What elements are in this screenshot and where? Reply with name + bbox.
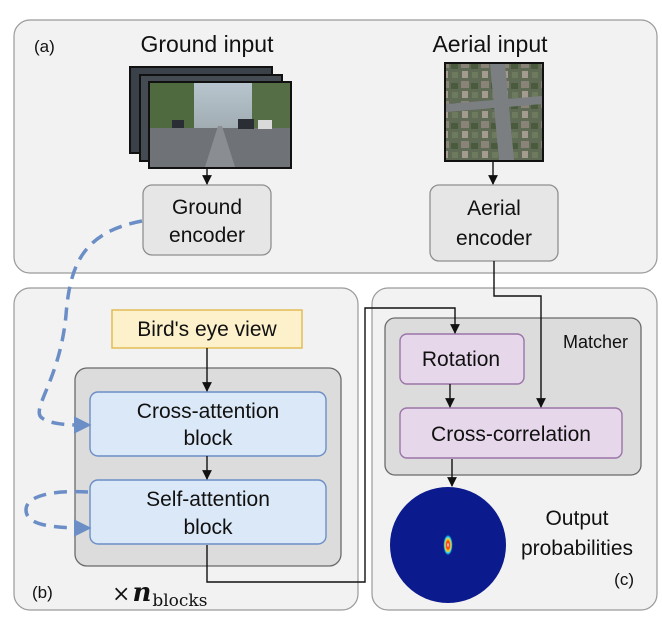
aerial-encoder-line2: encoder — [456, 227, 532, 250]
aerial-image — [444, 62, 544, 162]
ground-input-title: Ground input — [141, 31, 275, 57]
arrow-aerial-encoder-to-cross-correlation — [493, 261, 546, 408]
rotation-box — [399, 333, 525, 385]
ground-image-stack — [129, 66, 292, 169]
cross-correlation-label: Cross-correlation — [431, 423, 591, 446]
panel-c-label: (c) — [614, 570, 634, 589]
self-attention-line1: Self-attention — [146, 488, 270, 511]
bev-label: Bird's eye view — [137, 318, 277, 341]
ground-image — [148, 81, 292, 169]
panel-a-label: (a) — [34, 37, 55, 56]
aerial-encoder-line1: Aerial — [467, 197, 521, 220]
cross-attention-line2: block — [183, 427, 233, 450]
aerial-input-title: Aerial input — [432, 31, 548, 57]
dashed-arrow-ground-encoder-to-cross-attention — [37, 219, 143, 434]
repeat-symbol: × — [112, 582, 130, 607]
output-probability-map — [390, 487, 506, 603]
output-label-line1: Output — [545, 507, 608, 530]
self-attention-line2: block — [183, 516, 233, 539]
cross-attention-line1: Cross-attention — [137, 400, 279, 423]
output-label-line2: probabilities — [521, 537, 633, 560]
repeat-subscript: blocks — [152, 591, 207, 611]
matcher-title: Matcher — [563, 332, 628, 352]
self-attention-block — [89, 479, 327, 545]
cross-correlation-box — [399, 407, 623, 459]
panel-b-label: (b) — [32, 583, 53, 602]
ground-encoder-line1: Ground — [172, 196, 242, 219]
repeat-variable: n — [132, 578, 151, 608]
repeat-count-label: ×nblocks — [112, 578, 207, 611]
bev-box — [111, 309, 303, 349]
panel-a — [13, 19, 658, 274]
rotation-label: Rotation — [422, 348, 500, 371]
ground-encoder-box — [142, 184, 272, 256]
arrow-self-attention-to-rotation — [206, 307, 460, 583]
ground-encoder-line2: encoder — [169, 224, 245, 247]
dashed-self-attention-loop — [24, 489, 92, 537]
